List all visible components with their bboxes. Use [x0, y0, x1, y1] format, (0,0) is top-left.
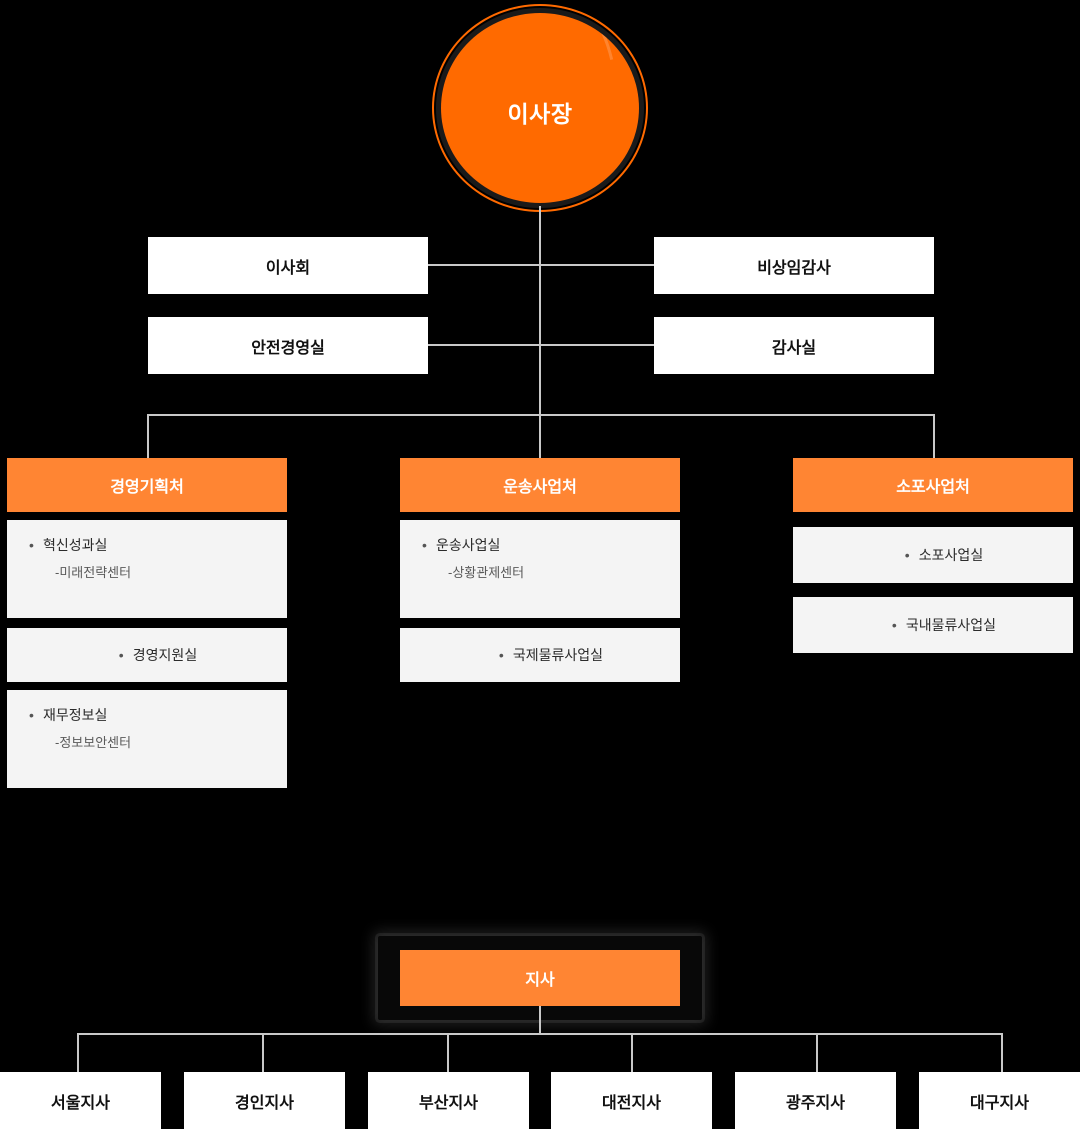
branch-office-busan[interactable]: 부산지사 [368, 1072, 529, 1129]
division-1-group-3[interactable]: • 재무정보실 -정보보안센터 [7, 690, 287, 788]
sub-item-child-label: -상황관제센터 [448, 565, 525, 581]
sub-item-row: • 운송사업실 [422, 536, 680, 554]
division-header-parcel-business[interactable]: 소포사업처 [793, 458, 1073, 512]
division-3-group-2[interactable]: • 국내물류사업실 [793, 597, 1073, 653]
sub-item-label: 소포사업실 [918, 546, 984, 563]
connector-division-bar [147, 414, 935, 416]
sub-item-label: 재무정보실 [43, 707, 108, 723]
connector-trunk-ceo [539, 206, 541, 416]
division-header-label: 경영기획처 [110, 479, 184, 496]
staff-box-board[interactable]: 이사회 [148, 237, 428, 294]
bullet-icon: • [498, 646, 504, 663]
connector-branch-drop-2 [262, 1033, 264, 1072]
sub-item-label: 국제물류사업실 [512, 646, 604, 663]
branch-office-label: 부산지사 [419, 1094, 478, 1112]
connector-branch-drop-3 [447, 1033, 449, 1072]
division-header-transport-business[interactable]: 운송사업처 [400, 458, 680, 512]
branch-office-label: 대구지사 [970, 1094, 1029, 1112]
division-header-label: 운송사업처 [503, 479, 577, 496]
bullet-icon: • [891, 616, 897, 633]
branch-office-gyeongin[interactable]: 경인지사 [184, 1072, 345, 1129]
staff-box-safety-management[interactable]: 안전경영실 [148, 317, 428, 374]
staff-box-nonstanding-auditor[interactable]: 비상임감사 [654, 237, 934, 294]
division-header-management-planning[interactable]: 경영기획처 [7, 458, 287, 512]
division-2-group-1[interactable]: • 운송사업실 -상황관제센터 [400, 520, 680, 618]
branch-office-label: 경인지사 [235, 1094, 294, 1112]
sub-item-row: • 혁신성과실 [29, 536, 287, 554]
sub-item-row: • 소포사업실 [905, 546, 983, 564]
sub-item-label: 운송사업실 [436, 537, 501, 553]
branch-office-gwangju[interactable]: 광주지사 [735, 1072, 896, 1129]
connector-branch-bar [77, 1033, 1003, 1035]
sub-item-label: 혁신성과실 [43, 537, 108, 553]
staff-box-label: 이사회 [265, 259, 311, 277]
bullet-icon: • [904, 546, 910, 563]
branch-office-daejeon[interactable]: 대전지사 [551, 1072, 712, 1129]
branch-header[interactable]: 지사 [400, 950, 680, 1006]
connector-branch-trunk [539, 1006, 541, 1034]
sub-item-row: • 재무정보실 [29, 706, 287, 724]
branch-office-label: 대전지사 [602, 1094, 661, 1112]
branch-office-daegu[interactable]: 대구지사 [919, 1072, 1080, 1129]
bullet-icon: • [29, 537, 34, 553]
sub-item-child-label: -미래전략센터 [55, 565, 132, 581]
connector-division-drop-3 [933, 414, 935, 459]
division-header-label: 소포사업처 [896, 479, 970, 496]
connector-branch-drop-5 [816, 1033, 818, 1072]
sub-item-row: • 국내물류사업실 [892, 616, 996, 634]
connector-staff-row-1 [428, 264, 654, 266]
ceo-node[interactable]: 이사장 [432, 4, 648, 212]
bullet-icon: • [29, 707, 34, 723]
connector-staff-row-2 [428, 344, 654, 346]
staff-box-label: 비상임감사 [757, 259, 831, 277]
branch-header-label: 지사 [525, 972, 555, 989]
division-3-group-1[interactable]: • 소포사업실 [793, 527, 1073, 583]
branch-office-label: 광주지사 [786, 1094, 845, 1112]
connector-division-drop-2 [539, 414, 541, 459]
staff-box-label: 감사실 [771, 339, 817, 357]
connector-branch-drop-6 [1001, 1033, 1003, 1072]
bullet-icon: • [422, 537, 427, 553]
connector-branch-drop-1 [77, 1033, 79, 1072]
sub-item-label: 경영지원실 [132, 646, 198, 663]
division-2-group-2[interactable]: • 국제물류사업실 [400, 628, 680, 682]
branch-office-label: 서울지사 [51, 1094, 110, 1112]
staff-box-label: 안전경영실 [251, 339, 325, 357]
division-1-group-1[interactable]: • 혁신성과실 -미래전략센터 [7, 520, 287, 618]
branch-office-seoul[interactable]: 서울지사 [0, 1072, 161, 1129]
connector-branch-drop-4 [631, 1033, 633, 1072]
ceo-label: 이사장 [507, 101, 573, 127]
bullet-icon: • [118, 646, 124, 663]
sub-item-child-label: -정보보안센터 [55, 735, 132, 751]
sub-item-label: 국내물류사업실 [905, 616, 997, 633]
division-1-group-2[interactable]: • 경영지원실 [7, 628, 287, 682]
sub-item-row: • 국제물류사업실 [499, 646, 603, 664]
sub-item-row: • 경영지원실 [119, 646, 197, 664]
ceo-circle: 이사장 [441, 13, 639, 203]
connector-division-drop-1 [147, 414, 149, 459]
staff-box-audit-office[interactable]: 감사실 [654, 317, 934, 374]
